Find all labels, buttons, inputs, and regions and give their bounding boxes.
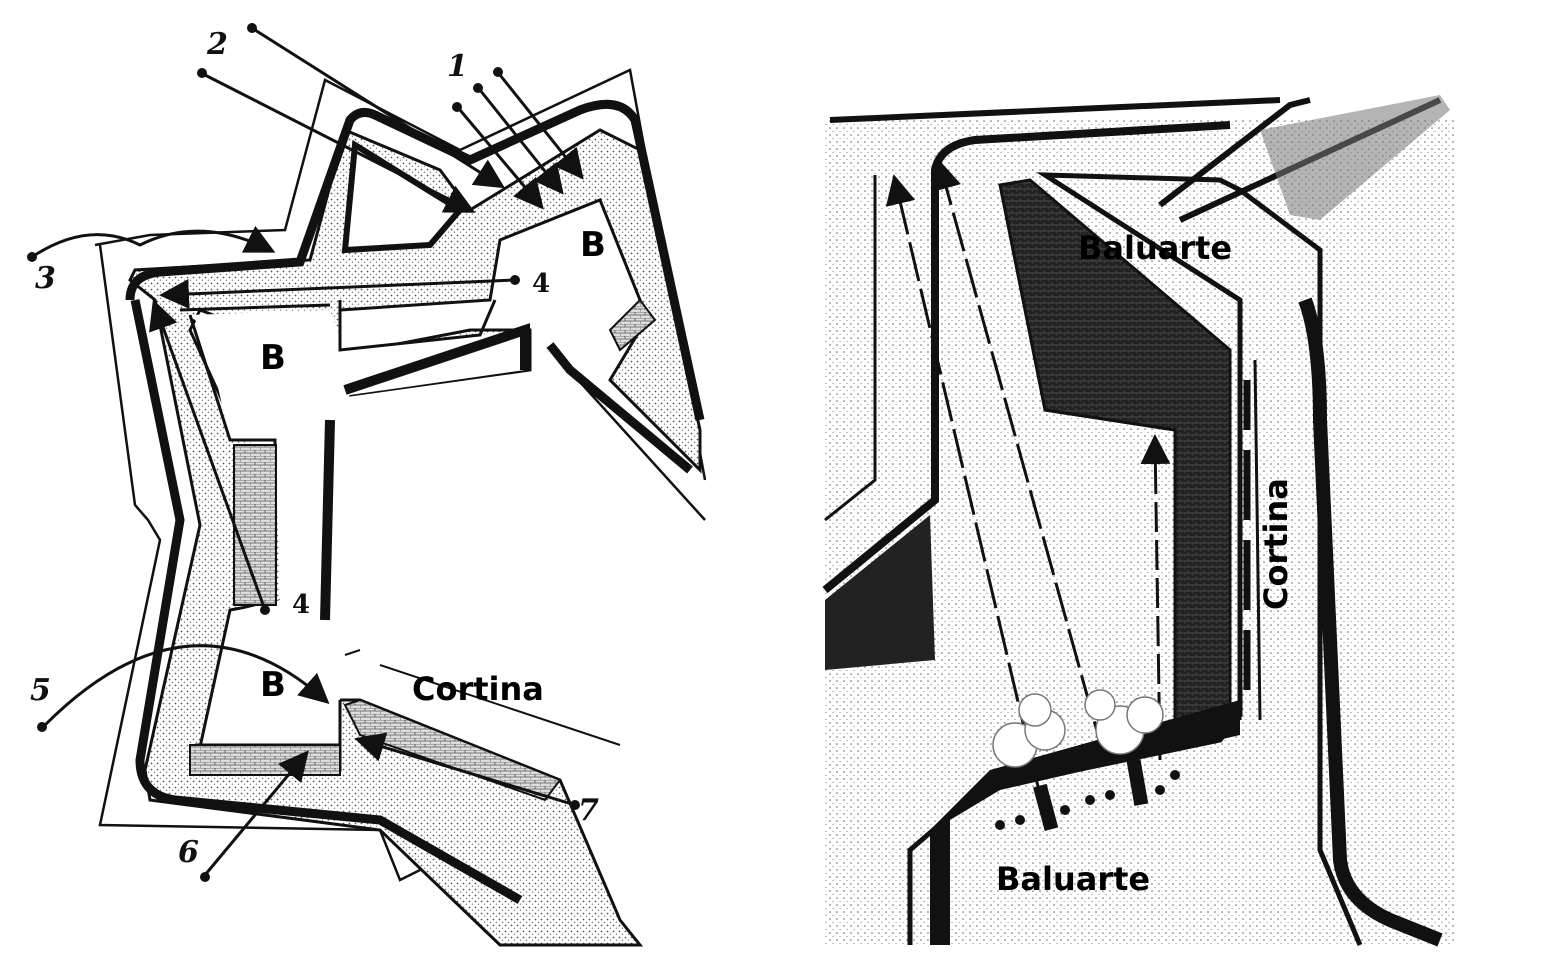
bastion-label-b-left: B bbox=[260, 338, 286, 378]
fire-number-5: 5 bbox=[30, 673, 51, 708]
inner-wall bbox=[179, 299, 497, 747]
cannon-smoke bbox=[992, 689, 1164, 768]
fire-number-4-lower: 4 bbox=[292, 590, 311, 620]
fire-line-6 bbox=[203, 750, 309, 876]
gun-mark bbox=[473, 83, 483, 93]
curtain-label-right: Cortina bbox=[1257, 478, 1295, 610]
right-fire-line-2 bbox=[931, 159, 1107, 761]
gun-mark bbox=[27, 252, 37, 262]
gun-marks bbox=[27, 23, 580, 882]
curtain-dashes bbox=[344, 649, 621, 746]
gun-mark bbox=[452, 102, 462, 112]
bastion-face-edge bbox=[1044, 408, 1176, 432]
fire-line-2 bbox=[204, 73, 476, 213]
bastion-label-b-top-right: B bbox=[580, 225, 606, 265]
outer-work-left-shade bbox=[825, 515, 935, 670]
gun-mark bbox=[570, 800, 580, 810]
right-bastion-perspective: Baluarte Baluarte Cortina bbox=[800, 0, 1543, 975]
fire-line-1a bbox=[254, 28, 506, 189]
fire-number-3: 3 bbox=[35, 261, 56, 296]
brick-strip-bottom bbox=[189, 744, 341, 776]
curtain-walkway bbox=[1238, 359, 1262, 721]
interior-court bbox=[190, 310, 525, 740]
gun-mark bbox=[200, 872, 210, 882]
cannons-and-soldiers bbox=[995, 759, 1180, 831]
gun-mark bbox=[37, 722, 47, 732]
bastion-bottom-wall bbox=[930, 700, 1240, 945]
curtain-wall-upper bbox=[343, 323, 530, 395]
curtain-label-left: Cortina bbox=[412, 670, 544, 708]
right-fire-line-1 bbox=[885, 174, 1042, 796]
fire-line-4a bbox=[159, 278, 516, 309]
moat-edge-right bbox=[1298, 297, 1443, 947]
gun-mark bbox=[197, 68, 207, 78]
fire-line-1c bbox=[478, 89, 564, 195]
bastion-label-b-bottom: B bbox=[260, 665, 286, 705]
fire-line-5 bbox=[43, 644, 330, 727]
fire-line-4b bbox=[149, 299, 267, 611]
gun-mark bbox=[247, 23, 257, 33]
outer-work-left-line bbox=[824, 175, 877, 522]
fire-number-2: 2 bbox=[207, 27, 228, 62]
gun-mark bbox=[493, 67, 503, 77]
curtain-wall-left bbox=[320, 419, 335, 621]
fire-number-7: 7 bbox=[578, 793, 599, 828]
fire-line-3 bbox=[34, 225, 276, 257]
fire-number-6: 6 bbox=[178, 835, 199, 870]
gun-mark bbox=[260, 605, 270, 615]
gun-mark bbox=[510, 275, 520, 285]
brick-strip-right bbox=[608, 298, 657, 352]
curtain-wall-lower bbox=[546, 342, 693, 474]
bastion-label-top: Baluarte bbox=[1078, 229, 1233, 267]
left-plan-drawing bbox=[27, 23, 707, 947]
fire-line-1d bbox=[498, 74, 584, 180]
rampart-body bbox=[128, 127, 702, 947]
outer-wall bbox=[125, 99, 705, 904]
left-fortification-plan: B B B Cortina 1 2 3 4 4 5 6 7 bbox=[0, 0, 720, 975]
moat-shading-top bbox=[1260, 95, 1450, 220]
fire-line-7 bbox=[354, 732, 576, 807]
right-perspective-drawing bbox=[822, 95, 1455, 947]
fire-number-1: 1 bbox=[447, 49, 468, 84]
fire-line-1b bbox=[458, 109, 544, 210]
bastion-label-bottom: Baluarte bbox=[996, 860, 1151, 898]
brick-strip-curtain bbox=[343, 698, 562, 802]
fire-lines bbox=[34, 28, 584, 876]
fire-number-4-upper: 4 bbox=[532, 269, 551, 299]
